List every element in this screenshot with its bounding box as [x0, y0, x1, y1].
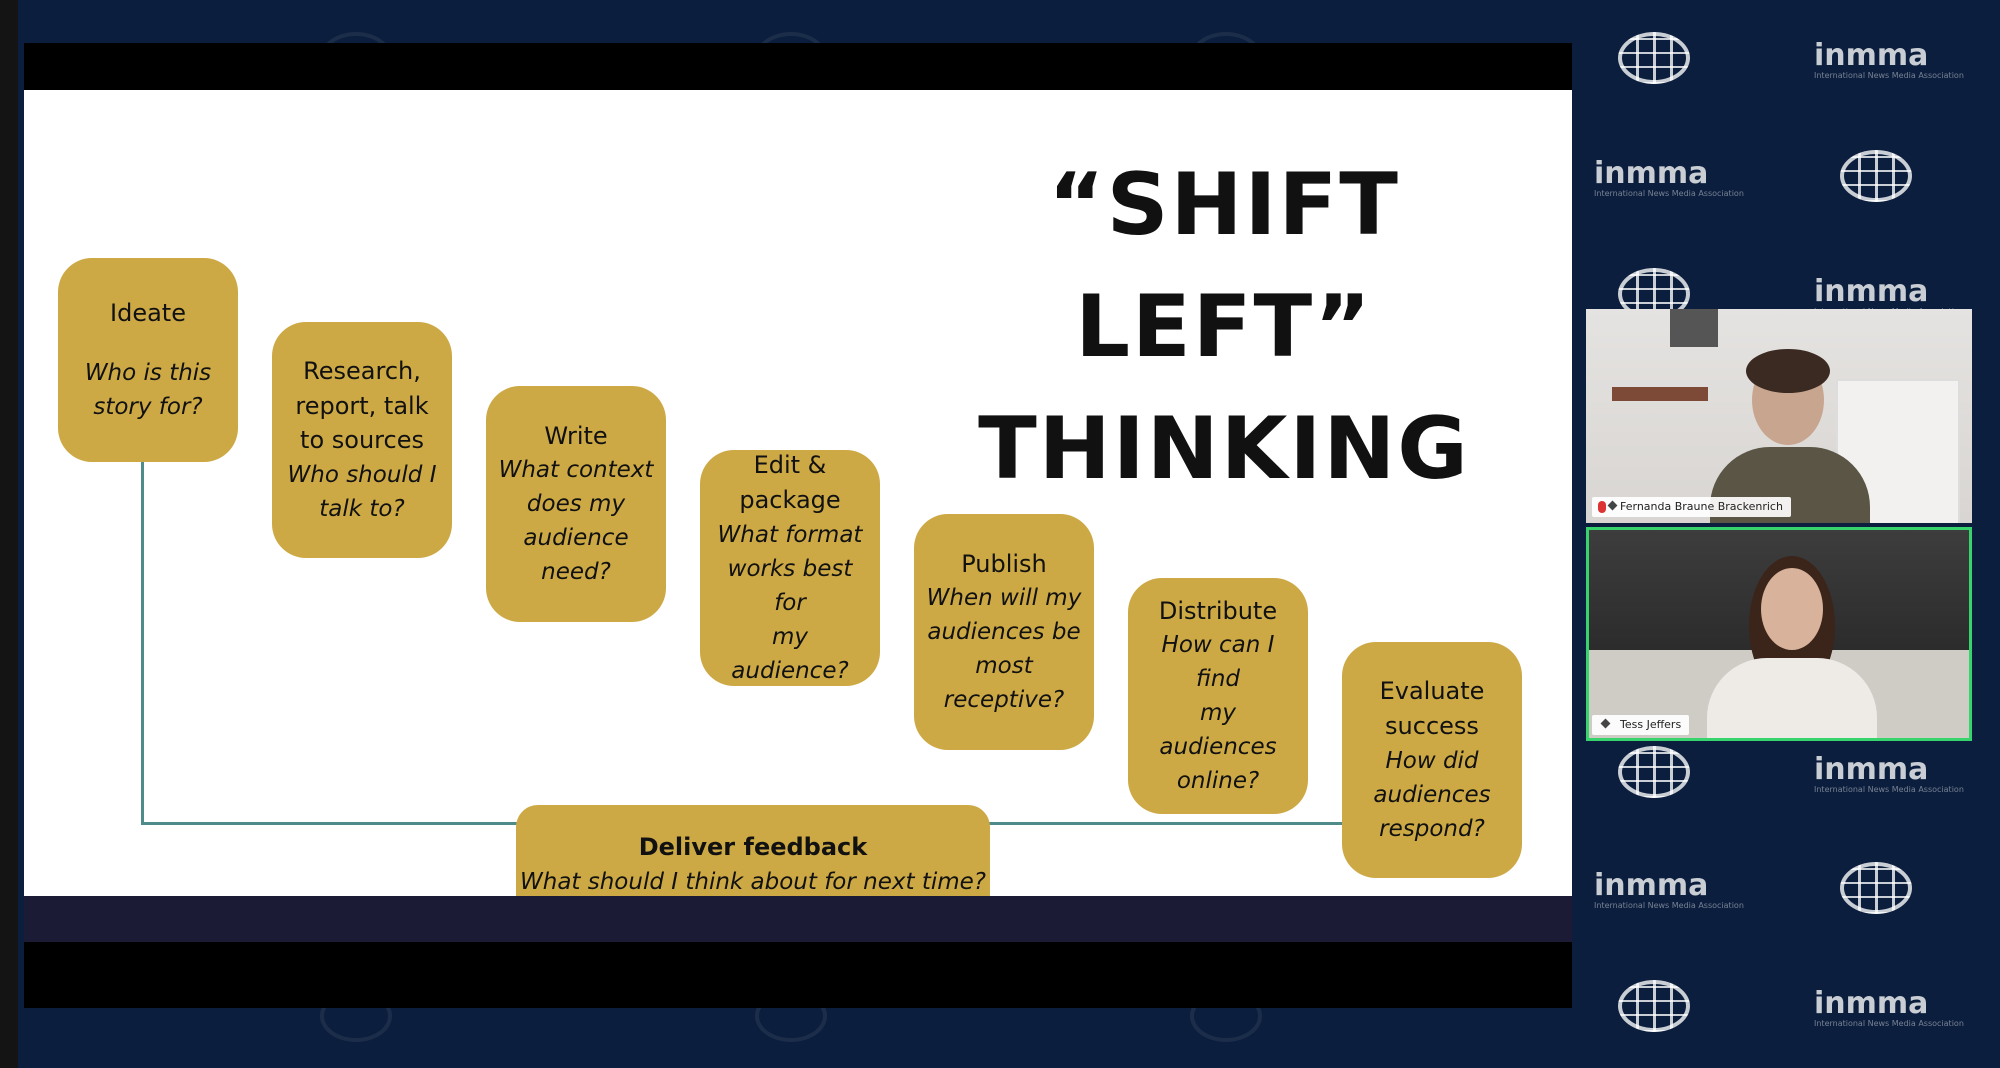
participant-name-tag: Fernanda Braune Brackenrich [1592, 497, 1791, 517]
step-heading: Write [544, 421, 608, 450]
step-research: Research, report, talk to sources Who sh… [272, 322, 452, 558]
mic-muted-icon [1598, 501, 1606, 513]
shared-screen: “SHIFT LEFT” THINKING Ideate Who is this… [24, 43, 1572, 1008]
globe-logo-icon [1618, 32, 1690, 84]
step-question: How can I find my audiences online? [1159, 632, 1277, 795]
step-ideate: Ideate Who is this story for? [58, 258, 238, 462]
participant-face [1761, 568, 1823, 650]
participant-video-fernanda[interactable]: Fernanda Braune Brackenrich [1586, 309, 1972, 523]
step-distribute: Distribute How can I find my audiences o… [1128, 578, 1308, 814]
step-question: What format works best for my audience? [717, 521, 863, 684]
step-publish: Publish When will my audiences be most r… [914, 514, 1094, 750]
globe-logo-icon [1618, 980, 1690, 1032]
step-question: When will my audiences be most receptive… [926, 585, 1082, 714]
feedback-arrow-line [141, 450, 144, 825]
step-question: What context does my audience need? [498, 457, 654, 586]
step-heading: Evaluate success [1379, 677, 1485, 740]
slide-title-line: LEFT” [1075, 277, 1373, 377]
step-evaluate: Evaluate success How did audiences respo… [1342, 642, 1522, 878]
step-edit-package: Edit & package What format works best fo… [700, 450, 880, 686]
step-heading: Edit & package [739, 451, 841, 514]
slide-title-line: THINKING [978, 399, 1470, 499]
globe-logo-icon [1840, 862, 1912, 914]
wall-frame [1670, 309, 1718, 347]
step-heading: Publish [961, 549, 1047, 578]
step-question: Who is this story for? [84, 360, 212, 421]
step-heading: Ideate [110, 298, 186, 327]
deliver-feedback-box: Deliver feedback What should I think abo… [516, 805, 990, 896]
globe-logo-icon [1840, 150, 1912, 202]
slide-area: “SHIFT LEFT” THINKING Ideate Who is this… [24, 90, 1572, 942]
step-question: Who should I talk to? [287, 462, 437, 523]
feedback-question: What should I think about for next time? [520, 868, 986, 895]
pin-icon [1600, 718, 1611, 729]
feedback-heading: Deliver feedback [638, 832, 868, 861]
step-heading: Research, report, talk to sources [295, 356, 429, 455]
step-write: Write What context does my audience need… [486, 386, 666, 622]
slide-title-line: “SHIFT [1048, 155, 1400, 255]
window-edge [0, 0, 18, 1068]
step-question: How did audiences respond? [1373, 747, 1491, 842]
participant-video-tess[interactable]: Tess Jeffers [1586, 527, 1972, 741]
presentation-slide: “SHIFT LEFT” THINKING Ideate Who is this… [24, 90, 1572, 896]
pin-icon [1607, 500, 1618, 511]
participant-hair [1746, 349, 1830, 393]
step-heading: Distribute [1158, 596, 1278, 625]
participant-name-tag: Tess Jeffers [1592, 715, 1690, 735]
globe-logo-icon [1618, 746, 1690, 798]
participant-body [1707, 658, 1877, 738]
wall-shelf [1612, 387, 1708, 401]
